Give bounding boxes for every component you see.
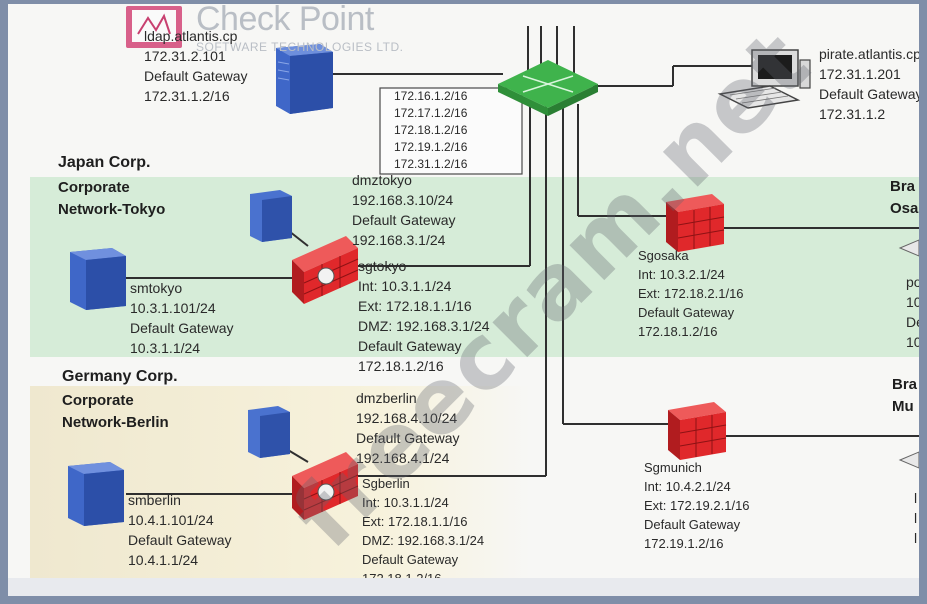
branch-munich-title-2: Mu	[892, 398, 914, 415]
branch-osaka-details: po 10 De 10	[906, 274, 919, 350]
bottom-strip	[8, 578, 919, 596]
branch-munich-details: l l l	[914, 490, 918, 546]
firewall-icon-sgberlin	[292, 452, 359, 520]
router-icon	[498, 60, 598, 116]
diagram-links	[68, 6, 919, 526]
dmz-server-icon-tokyo	[250, 190, 292, 242]
server-icon	[276, 44, 333, 114]
server-icon-smtokyo	[70, 248, 126, 310]
branch-munich-device-icon	[898, 451, 919, 469]
backbone-lines	[126, 26, 919, 495]
firewall-icon-sgmunich	[668, 402, 727, 460]
firewall-icon-sgtokyo	[292, 236, 359, 304]
firewall-icon-sgosaka	[666, 194, 725, 252]
dmzberlin-label: dmzberlin 192.168.4.10/24 Default Gatewa…	[356, 390, 460, 466]
sgosaka-label: Sgosaka Int: 10.3.2.1/24 Ext: 172.18.2.1…	[638, 248, 744, 339]
logo-title: Check Point	[196, 4, 374, 38]
japan-subtitle-2: Network-Tokyo	[58, 201, 166, 218]
logo-subtitle: SOFTWARE TECHNOLOGIES LTD.	[196, 40, 404, 54]
router-ip-box	[379, 87, 523, 175]
smberlin-label: smberlin 10.4.1.101/24 Default Gateway 1…	[128, 492, 232, 568]
japan-title: Japan Corp.	[58, 154, 151, 171]
japan-subtitle-1: Corporate	[58, 179, 130, 196]
sgberlin-label: Sgberlin Int: 10.3.1.1/24 Ext: 172.18.1.…	[362, 476, 485, 586]
branch-osaka-title-2: Osa	[890, 200, 919, 217]
workstation-icon	[717, 49, 811, 109]
smtokyo-label: smtokyo 10.3.1.101/24 Default Gateway 10…	[130, 280, 234, 356]
germany-title: Germany Corp.	[62, 368, 178, 385]
checkpoint-logo-icon	[126, 6, 182, 48]
sgtokyo-label: sgtokyo Int: 10.3.1.1/24 Ext: 172.18.1.1…	[358, 258, 490, 374]
branch-osaka-device-icon	[898, 239, 919, 257]
sgmunich-label: Sgmunich Int: 10.4.2.1/24 Ext: 172.19.2.…	[644, 460, 750, 551]
germany-subtitle-1: Corporate	[62, 392, 134, 409]
network-diagram: Check Point SOFTWARE TECHNOLOGIES LTD. l…	[8, 4, 919, 596]
server-icon-smberlin	[68, 462, 124, 526]
router-ip-list: 172.16.1.2/16 172.17.1.2/16 172.18.1.2/1…	[394, 89, 468, 171]
dmztokyo-label: dmztokyo 192.168.3.10/24 Default Gateway…	[352, 172, 456, 248]
germany-subtitle-2: Network-Berlin	[62, 414, 169, 431]
branch-munich-title-1: Bra	[892, 376, 918, 393]
pirate-label: pirate.atlantis.cp 172.31.1.201 Default …	[819, 46, 919, 122]
branch-osaka-title-1: Bra	[890, 178, 916, 195]
dmz-server-icon-berlin	[248, 406, 290, 458]
hq-server-label: ldap.atlantis.cp 172.31.2.101 Default Ga…	[144, 28, 248, 104]
